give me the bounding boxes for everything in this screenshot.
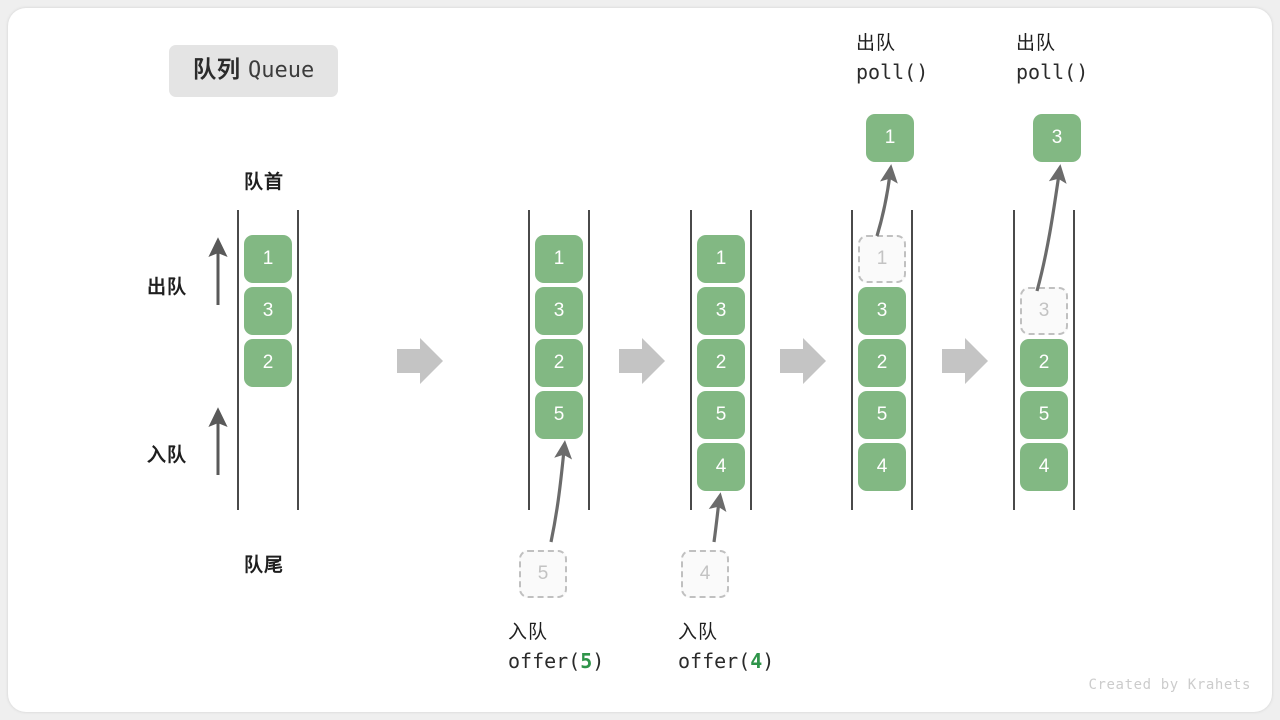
pending-element-5: 5	[519, 550, 567, 598]
caption-offer-4: 入队 offer(4)	[678, 620, 774, 675]
code-fn: poll(	[1016, 59, 1077, 84]
code-arg: 5	[580, 648, 593, 673]
queue-element: 5	[535, 391, 583, 439]
caption-cn: 入队	[508, 622, 549, 643]
queue-element: 4	[858, 443, 906, 491]
queue-element: 2	[244, 339, 292, 387]
watermark: Created by Krahets	[1088, 677, 1251, 693]
caption-code: offer(5)	[508, 647, 604, 675]
queue-element: 5	[697, 391, 745, 439]
label-front: 队首	[244, 172, 285, 193]
queue-element: 3	[535, 287, 583, 335]
title-badge: 队列 Queue	[169, 45, 339, 97]
rail-right	[1073, 210, 1075, 510]
rail-left	[690, 210, 692, 510]
label-dequeue: 出队	[147, 277, 188, 298]
title-cn: 队列	[193, 56, 241, 82]
queue-element: 4	[1020, 443, 1068, 491]
queue-element-ghost: 3	[1020, 287, 1068, 335]
queue-element: 3	[697, 287, 745, 335]
caption-cn: 出队	[856, 33, 897, 54]
queue-element: 1	[697, 235, 745, 283]
caption-cn: 入队	[678, 622, 719, 643]
queue-element: 2	[535, 339, 583, 387]
caption-code: offer(4)	[678, 647, 774, 675]
queue-column-after-offer-5: 1 3 2 5	[528, 210, 590, 510]
code-close: )	[916, 59, 929, 84]
separator-arrow	[397, 338, 443, 384]
rail-right	[297, 210, 299, 510]
code-fn: offer(	[678, 648, 751, 673]
arrow-overlay	[208, 164, 1067, 543]
code-fn: offer(	[508, 648, 581, 673]
code-close: )	[762, 648, 775, 673]
code-close: )	[1076, 59, 1089, 84]
popped-element-3: 3	[1033, 114, 1081, 162]
diagram-stage: 队列 Queue 队首 队尾 出队 入队 1 3 2 1 3 2 5 1 3 2 …	[8, 8, 1272, 712]
caption-offer-5: 入队 offer(5)	[508, 620, 604, 675]
separator-arrow	[780, 338, 826, 384]
rail-left	[1013, 210, 1015, 510]
rail-right	[911, 210, 913, 510]
separator-arrow	[619, 338, 665, 384]
separator-arrow	[942, 338, 988, 384]
queue-element: 1	[244, 235, 292, 283]
caption-poll-3: 出队 poll()	[1016, 31, 1088, 86]
caption-code: poll()	[856, 58, 928, 86]
caption-code: poll()	[1016, 58, 1088, 86]
popped-element-1: 1	[866, 114, 914, 162]
rail-right	[588, 210, 590, 510]
queue-element: 4	[697, 443, 745, 491]
code-arg: 4	[750, 648, 763, 673]
code-close: )	[592, 648, 605, 673]
queue-column-after-offer-4: 1 3 2 5 4	[690, 210, 752, 510]
pending-element-4: 4	[681, 550, 729, 598]
queue-element: 2	[858, 339, 906, 387]
rail-left	[528, 210, 530, 510]
queue-element-ghost: 1	[858, 235, 906, 283]
diagram-card: 队列 Queue 队首 队尾 出队 入队 1 3 2 1 3 2 5 1 3 2 …	[8, 8, 1272, 712]
label-rear: 队尾	[244, 555, 285, 576]
queue-element: 1	[535, 235, 583, 283]
rail-left	[237, 210, 239, 510]
code-fn: poll(	[856, 59, 917, 84]
queue-element: 3	[244, 287, 292, 335]
queue-column-after-poll-1: 1 3 2 5 4	[851, 210, 913, 510]
label-enqueue: 入队	[147, 445, 188, 466]
queue-element: 2	[697, 339, 745, 387]
caption-cn: 出队	[1016, 33, 1057, 54]
caption-poll-1: 出队 poll()	[856, 31, 928, 86]
queue-column-initial: 1 3 2	[237, 210, 299, 510]
queue-element: 3	[858, 287, 906, 335]
rail-right	[750, 210, 752, 510]
queue-element: 5	[1020, 391, 1068, 439]
rail-left	[851, 210, 853, 510]
queue-element: 2	[1020, 339, 1068, 387]
queue-column-after-poll-3: 3 2 5 4	[1013, 210, 1075, 510]
queue-element: 5	[858, 391, 906, 439]
title-en: Queue	[248, 58, 315, 83]
